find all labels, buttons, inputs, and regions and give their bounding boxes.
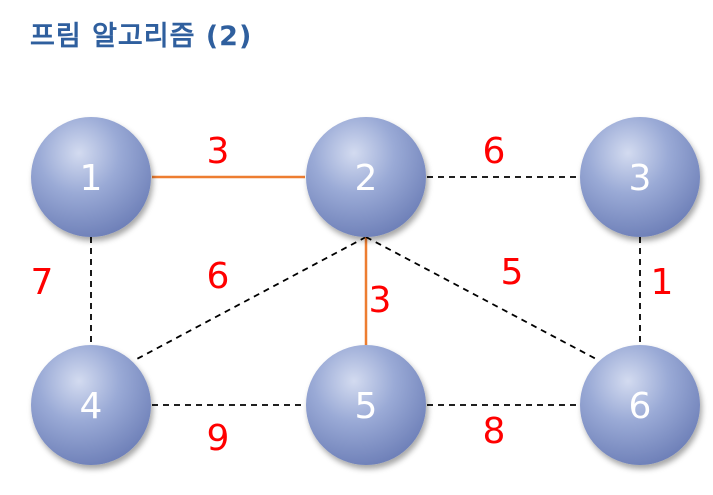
weight-2-6: 5 xyxy=(501,252,524,293)
page-title: 프림 알고리즘 (2) xyxy=(30,21,253,52)
node-label: 5 xyxy=(355,386,378,427)
node-circle xyxy=(580,117,700,237)
node-4: 4 xyxy=(31,345,151,465)
node-label: 6 xyxy=(629,386,652,427)
edge-2-6 xyxy=(365,236,599,361)
node-label: 3 xyxy=(629,158,652,199)
weight-2-5: 3 xyxy=(369,280,392,321)
node-circle xyxy=(31,345,151,465)
weight-1-2: 3 xyxy=(207,131,230,172)
node-label: 4 xyxy=(80,386,103,427)
node-circle xyxy=(306,345,426,465)
node-label: 2 xyxy=(355,158,378,199)
weight-4-5: 9 xyxy=(207,418,230,459)
edge-2-4 xyxy=(134,236,367,361)
node-circle xyxy=(580,345,700,465)
weight-1-4: 7 xyxy=(31,262,54,303)
weight-2-3: 6 xyxy=(483,131,506,172)
node-circle xyxy=(306,117,426,237)
weight-5-6: 8 xyxy=(483,411,506,452)
weight-2-4: 6 xyxy=(207,256,230,297)
edge-weights: 3 6 7 6 3 5 1 9 8 xyxy=(31,131,674,459)
node-1: 1 xyxy=(31,117,151,237)
node-6: 6 xyxy=(580,345,700,465)
node-3: 3 xyxy=(580,117,700,237)
node-5: 5 xyxy=(306,345,426,465)
node-circle xyxy=(31,117,151,237)
node-label: 1 xyxy=(80,158,103,199)
edges xyxy=(90,175,641,406)
weight-3-6: 1 xyxy=(651,262,674,303)
node-2: 2 xyxy=(306,117,426,237)
nodes: 1 2 3 4 5 6 xyxy=(31,117,700,465)
